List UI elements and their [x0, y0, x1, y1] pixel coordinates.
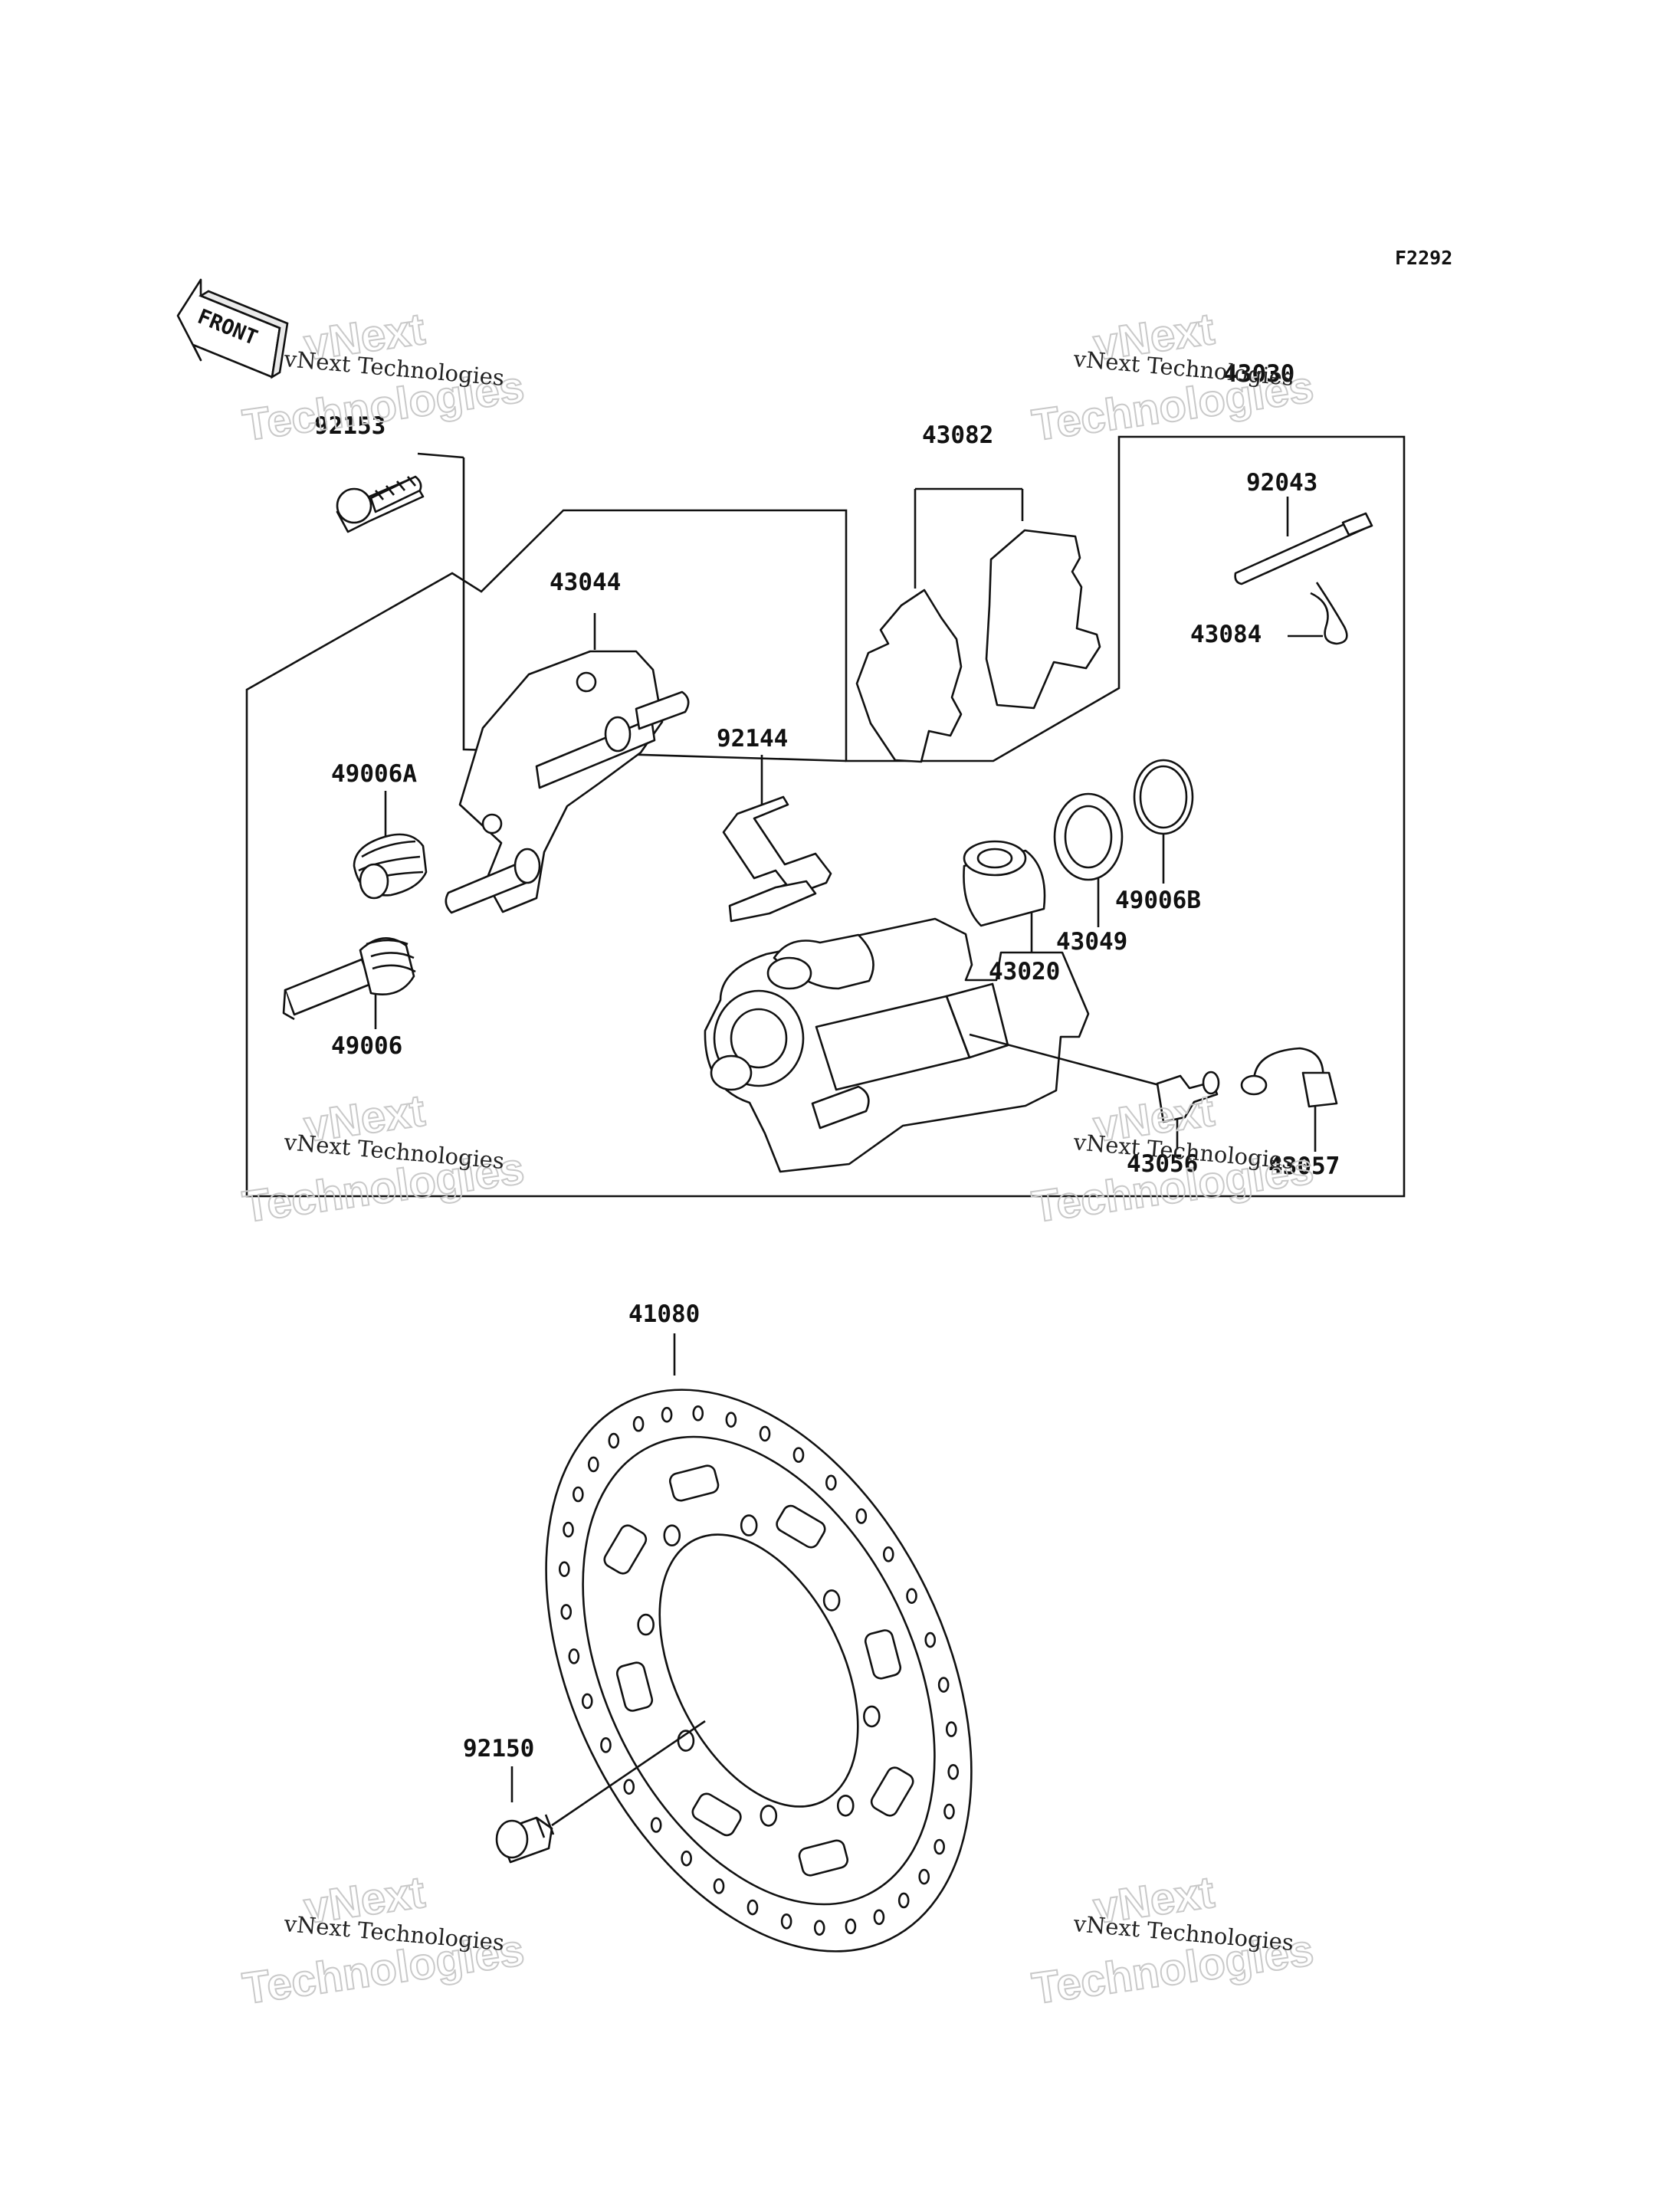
figure-code: F2292 — [1395, 247, 1452, 269]
disc-cutout — [864, 1629, 902, 1680]
disc-vent-hole — [632, 1415, 645, 1432]
brake-disc-41080 — [545, 1333, 973, 1953]
label-43084: 43084 — [1190, 621, 1262, 648]
label-92153: 92153 — [314, 412, 386, 440]
brake-pads-43082 — [855, 487, 1101, 763]
disc-vent-hole — [937, 1677, 950, 1693]
cap-43057 — [1240, 1047, 1338, 1152]
disc-cutout — [603, 1524, 648, 1575]
watermark-mid-left: vNext Technologies vNext Technologies — [239, 1085, 528, 1233]
watermark-bottom-left: vNext Technologies vNext Technologies — [239, 1867, 528, 2015]
caliper-body — [704, 917, 1166, 1173]
disc-vent-hole — [568, 1648, 580, 1664]
disc-cutout — [870, 1766, 914, 1817]
disc-vent-hole — [661, 1406, 673, 1423]
disc-cutout — [798, 1839, 849, 1877]
disc-bolt-hole — [836, 1794, 855, 1817]
disc-cutout — [668, 1464, 720, 1502]
disc-vent-hole — [825, 1474, 837, 1491]
disc-vent-hole — [934, 1838, 945, 1855]
label-41080: 41080 — [628, 1300, 700, 1328]
label-92043: 92043 — [1246, 469, 1317, 497]
bracket-43044 — [445, 613, 690, 914]
disc-vent-hole — [906, 1588, 917, 1604]
disc-bolt-hole — [740, 1514, 758, 1536]
disc-cutout — [691, 1792, 742, 1837]
label-43056: 43056 — [1127, 1150, 1198, 1178]
spring-plate-92144 — [722, 755, 832, 923]
front-arrow-icon: FRONT — [176, 278, 289, 379]
pin-92043 — [1234, 497, 1373, 585]
disc-vent-hole — [581, 1693, 593, 1710]
disc-bolt-hole — [822, 1589, 841, 1612]
watermark-mid-right: vNext Technologies vNext Technologies — [1029, 1085, 1317, 1233]
disc-vent-hole — [623, 1779, 635, 1795]
disc-vent-hole — [681, 1850, 692, 1867]
label-49006B: 49006B — [1115, 887, 1201, 914]
label-43082: 43082 — [922, 421, 993, 449]
disc-vent-hole — [792, 1447, 805, 1463]
disc-vent-hole — [918, 1868, 930, 1885]
disc-vent-hole — [608, 1432, 620, 1449]
disc-cutout — [615, 1661, 654, 1712]
disc-bolt-hole — [760, 1805, 778, 1827]
label-43030: 43030 — [1223, 360, 1294, 388]
disc-vent-hole — [587, 1456, 599, 1473]
disc-vent-hole — [780, 1913, 792, 1930]
label-92144: 92144 — [717, 725, 788, 753]
disc-vent-hole — [725, 1412, 737, 1428]
label-43044: 43044 — [550, 569, 621, 596]
disc-vent-hole — [563, 1521, 574, 1538]
label-49006: 49006 — [331, 1032, 402, 1060]
caliper-kit-frame — [245, 435, 1406, 1198]
disc-cutouts — [603, 1464, 914, 1877]
seal-49006B — [1133, 759, 1194, 884]
disc-bolt-hole — [863, 1705, 881, 1728]
disc-bolt-hole — [637, 1613, 655, 1636]
disc-vent-hole — [873, 1909, 885, 1926]
label-43049: 43049 — [1056, 928, 1127, 956]
pad-kit-frame — [462, 457, 847, 762]
watermark-bottom-right: vNext Technologies vNext Technologies — [1029, 1867, 1317, 2015]
label-92150: 92150 — [463, 1735, 534, 1763]
label-43020: 43020 — [989, 958, 1060, 985]
disc-vent-hole — [746, 1899, 759, 1916]
disc-vent-hole — [897, 1892, 910, 1909]
pin-49006 — [282, 937, 416, 1029]
disc-vent-hole — [558, 1561, 570, 1578]
label-43057: 43057 — [1268, 1153, 1340, 1180]
disc-vent-hole — [813, 1920, 825, 1936]
disc-vent-hole — [713, 1878, 725, 1894]
disc-cutout — [776, 1504, 826, 1549]
bolt-92153 — [336, 452, 464, 533]
disc-vent-hole — [573, 1486, 584, 1503]
disc-vent-hole — [945, 1721, 957, 1737]
disc-vent-holes — [558, 1405, 960, 1936]
disc-bolt-hole — [663, 1524, 681, 1547]
disc-vent-hole — [650, 1817, 662, 1833]
disc-vent-hole — [947, 1763, 960, 1780]
disc-vent-hole — [759, 1425, 771, 1442]
watermark-top-right: vNext Technologies vNext Technologies — [1029, 303, 1317, 451]
disc-vent-hole — [845, 1918, 857, 1935]
disc-vent-hole — [600, 1737, 612, 1753]
bolt-92150 — [495, 1720, 706, 1864]
disc-vent-hole — [692, 1405, 704, 1421]
disc-vent-hole — [855, 1508, 868, 1524]
disc-vent-hole — [924, 1631, 937, 1648]
boot-49006A — [353, 791, 428, 900]
label-49006A: 49006A — [331, 760, 417, 788]
disc-vent-hole — [560, 1604, 573, 1620]
disc-vent-hole — [882, 1546, 894, 1562]
clip-43084 — [1288, 582, 1348, 645]
disc-vent-hole — [943, 1803, 955, 1820]
seal-43049 — [1053, 792, 1124, 927]
piston-43020 — [963, 840, 1046, 957]
bleeder-valve-43056 — [1156, 1071, 1220, 1149]
